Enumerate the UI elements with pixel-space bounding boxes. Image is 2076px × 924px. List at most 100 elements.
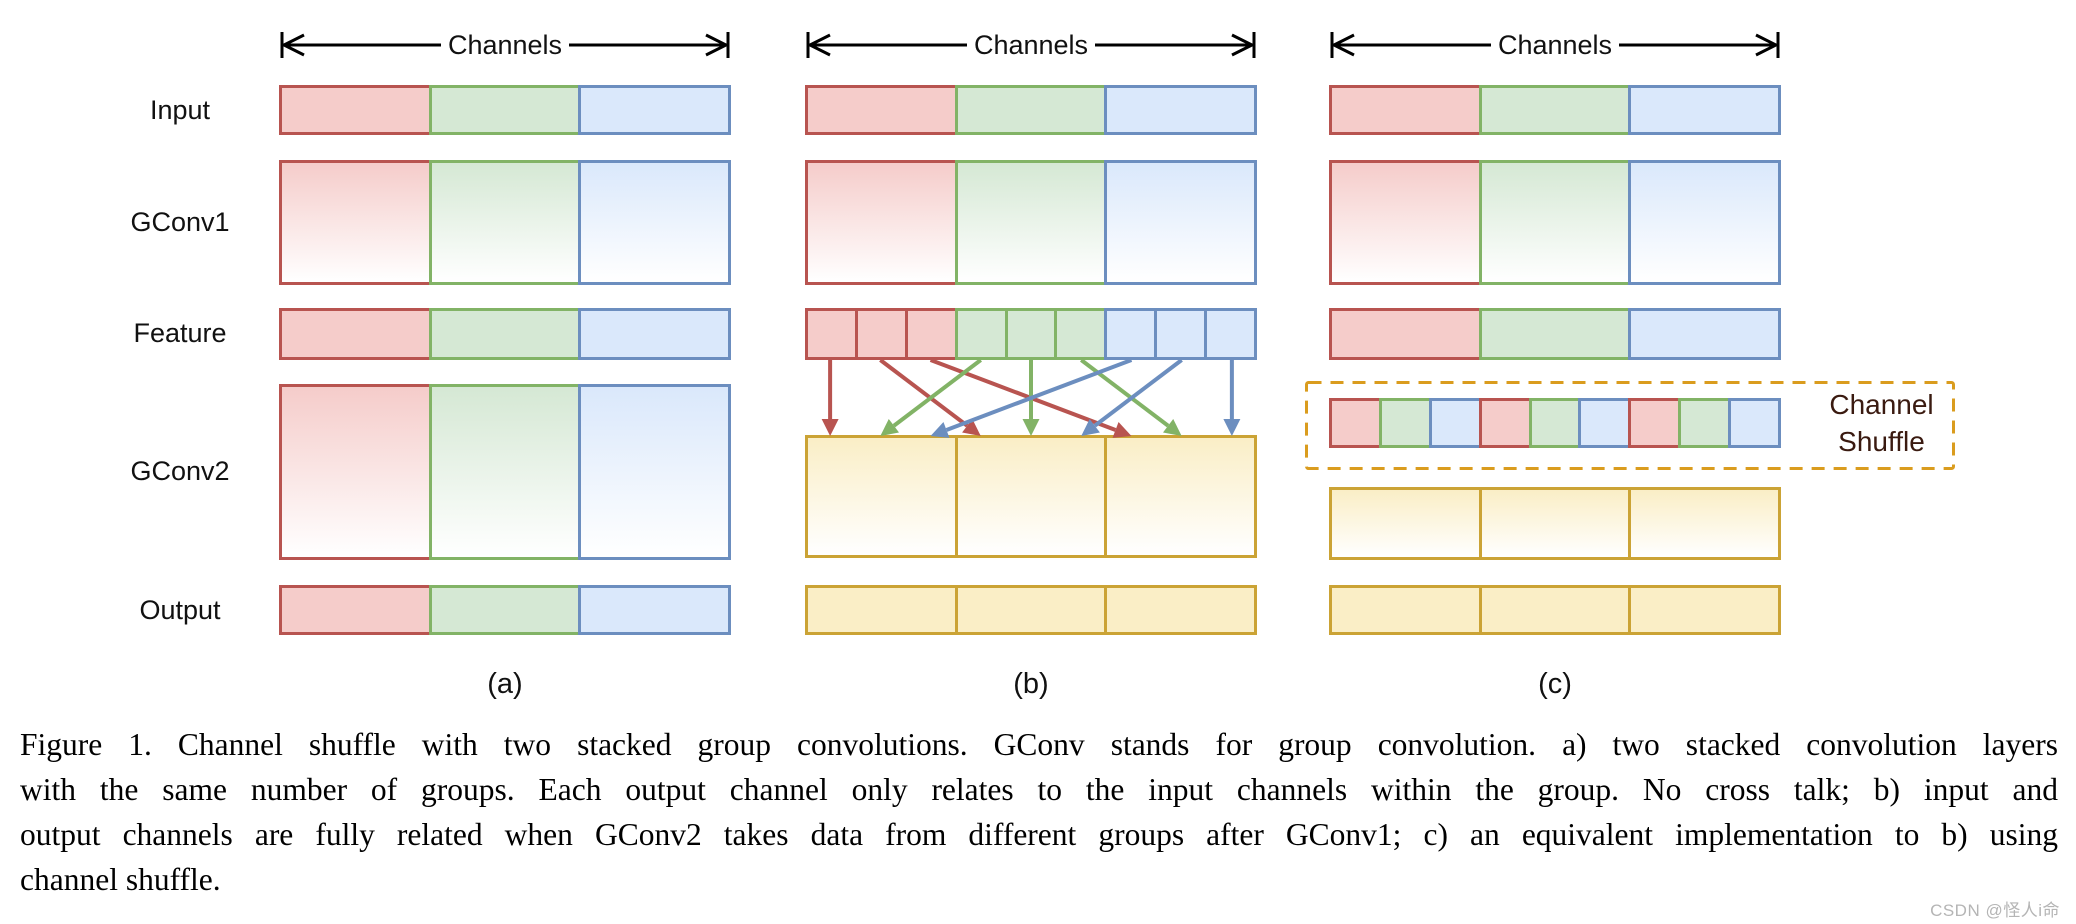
row-label-gconv1: GConv1 <box>130 207 230 237</box>
row-label-feature: Feature <box>133 318 227 348</box>
channels-extent-arrow: Channels <box>806 30 1256 60</box>
output-cell-red <box>279 585 432 635</box>
caption-line-1: Figure 1. Channel shuffle with two stack… <box>20 727 2058 762</box>
gconv2-row <box>279 384 732 560</box>
arrow-blue-7-5 <box>1093 358 1183 428</box>
input-cell-green <box>954 85 1108 135</box>
caption-line-3: output channels are fully related when G… <box>20 817 2058 852</box>
gconv1-cell-green <box>1478 160 1632 285</box>
shuffle-cell-blue <box>1578 398 1632 448</box>
figure-caption: Figure 1. Channel shuffle with two stack… <box>20 722 2058 902</box>
input-row <box>805 85 1258 135</box>
gconv2-cell-yellow <box>1104 435 1258 558</box>
gconv1-cell-red <box>279 160 432 285</box>
gconv1-cell-green <box>428 160 582 285</box>
feature-cell-red <box>904 308 958 360</box>
output-cell-blue <box>578 585 732 635</box>
channels-label: Channels <box>448 30 562 60</box>
feature-cell-red <box>279 308 432 360</box>
arrowhead-right-icon <box>1755 33 1780 57</box>
gconv2-cell-red <box>279 384 432 560</box>
gconv2-cell-yellow <box>954 435 1108 558</box>
row-label-gconv2: GConv2 <box>130 456 230 486</box>
shuffle-cell-green <box>1378 398 1432 448</box>
input-cell-green <box>1478 85 1632 135</box>
channels-label: Channels <box>974 30 1088 60</box>
row-label-output: Output <box>139 595 221 625</box>
gconv1-row <box>279 160 732 285</box>
panel-a: Channels (a) <box>279 0 732 710</box>
shuffle-cell-red <box>1478 398 1532 448</box>
shuffle-cell-red <box>1329 398 1382 448</box>
output-cell-yellow <box>1478 585 1632 635</box>
arrowhead-blue-icon <box>930 422 950 438</box>
feature-cell-blue <box>1204 308 1258 360</box>
feature-cell-green <box>1478 308 1632 360</box>
feature-cell-blue <box>1628 308 1782 360</box>
dashed-border <box>1305 381 1955 470</box>
gconv1-cell-blue <box>578 160 732 285</box>
gconv2-cell-yellow <box>1329 487 1482 560</box>
feature-cell-red <box>1329 308 1482 360</box>
feature-cell-green <box>428 308 582 360</box>
shuffle-arrows <box>821 358 1241 438</box>
feature-cell-red <box>854 308 908 360</box>
input-cell-blue <box>578 85 732 135</box>
arrowhead-red-icon <box>1112 422 1132 438</box>
arrowhead-green-icon <box>1022 419 1040 436</box>
arrow-blue-6-2 <box>945 358 1133 432</box>
gconv2-cell-yellow <box>805 435 958 558</box>
row-label-input: Input <box>149 95 211 125</box>
arrowhead-blue-icon <box>1081 418 1100 436</box>
arrowhead-red-icon <box>821 419 839 436</box>
csdn-watermark: CSDN @怪人i命 <box>1930 901 2060 920</box>
gconv1-cell-green <box>954 160 1108 285</box>
output-row <box>1329 585 1782 635</box>
shuffle-cell-blue <box>1728 398 1782 448</box>
channel-shuffle-label-line-2: Shuffle <box>1838 426 1925 457</box>
gconv2-cell-blue <box>578 384 732 560</box>
output-cell-yellow <box>1329 585 1482 635</box>
gconv2-cell-yellow <box>1478 487 1632 560</box>
feature-row <box>279 308 732 360</box>
output-cell-yellow <box>805 585 958 635</box>
input-cell-red <box>805 85 958 135</box>
arrowhead-green-icon <box>1162 418 1182 436</box>
channels-label: Channels <box>1498 30 1612 60</box>
arrowhead-green-icon <box>880 418 900 436</box>
channels-extent-arrow: Channels <box>280 30 730 60</box>
channel-shuffle-dashed-box <box>1305 381 1955 470</box>
panel-b: Channels(b) <box>805 0 1258 710</box>
arrowhead-right-icon <box>705 33 730 57</box>
feature-cell-red <box>805 308 858 360</box>
feature-cell-blue <box>1104 308 1158 360</box>
arrowhead-right-icon <box>1231 33 1256 57</box>
shuffle-row <box>1329 398 1782 448</box>
shuffle-cell-red <box>1628 398 1682 448</box>
caption-line-4: channel shuffle. <box>20 862 221 897</box>
input-cell-red <box>279 85 432 135</box>
feature-cell-green <box>1004 308 1058 360</box>
shuffle-cell-green <box>1528 398 1582 448</box>
arrow-green-5-7 <box>1080 358 1170 428</box>
output-cell-yellow <box>1104 585 1258 635</box>
feature-row <box>805 308 1258 360</box>
arrowhead-blue-icon <box>1223 419 1241 436</box>
arrowhead-red-icon <box>962 418 981 436</box>
gconv1-row <box>805 160 1258 285</box>
input-row <box>279 85 732 135</box>
gconv2-cell-yellow <box>1628 487 1782 560</box>
gconv2-row <box>805 435 1258 558</box>
feature-cell-blue <box>1154 308 1208 360</box>
input-cell-blue <box>1104 85 1258 135</box>
gconv1-row <box>1329 160 1782 285</box>
gconv2-cell-green <box>428 384 582 560</box>
panel-label-a: (a) <box>487 668 523 700</box>
gconv1-cell-red <box>805 160 958 285</box>
shuffle-cell-green <box>1678 398 1732 448</box>
channel-shuffle-label-line-1: Channel <box>1829 389 1934 420</box>
arrow-red-1-3 <box>879 358 969 428</box>
